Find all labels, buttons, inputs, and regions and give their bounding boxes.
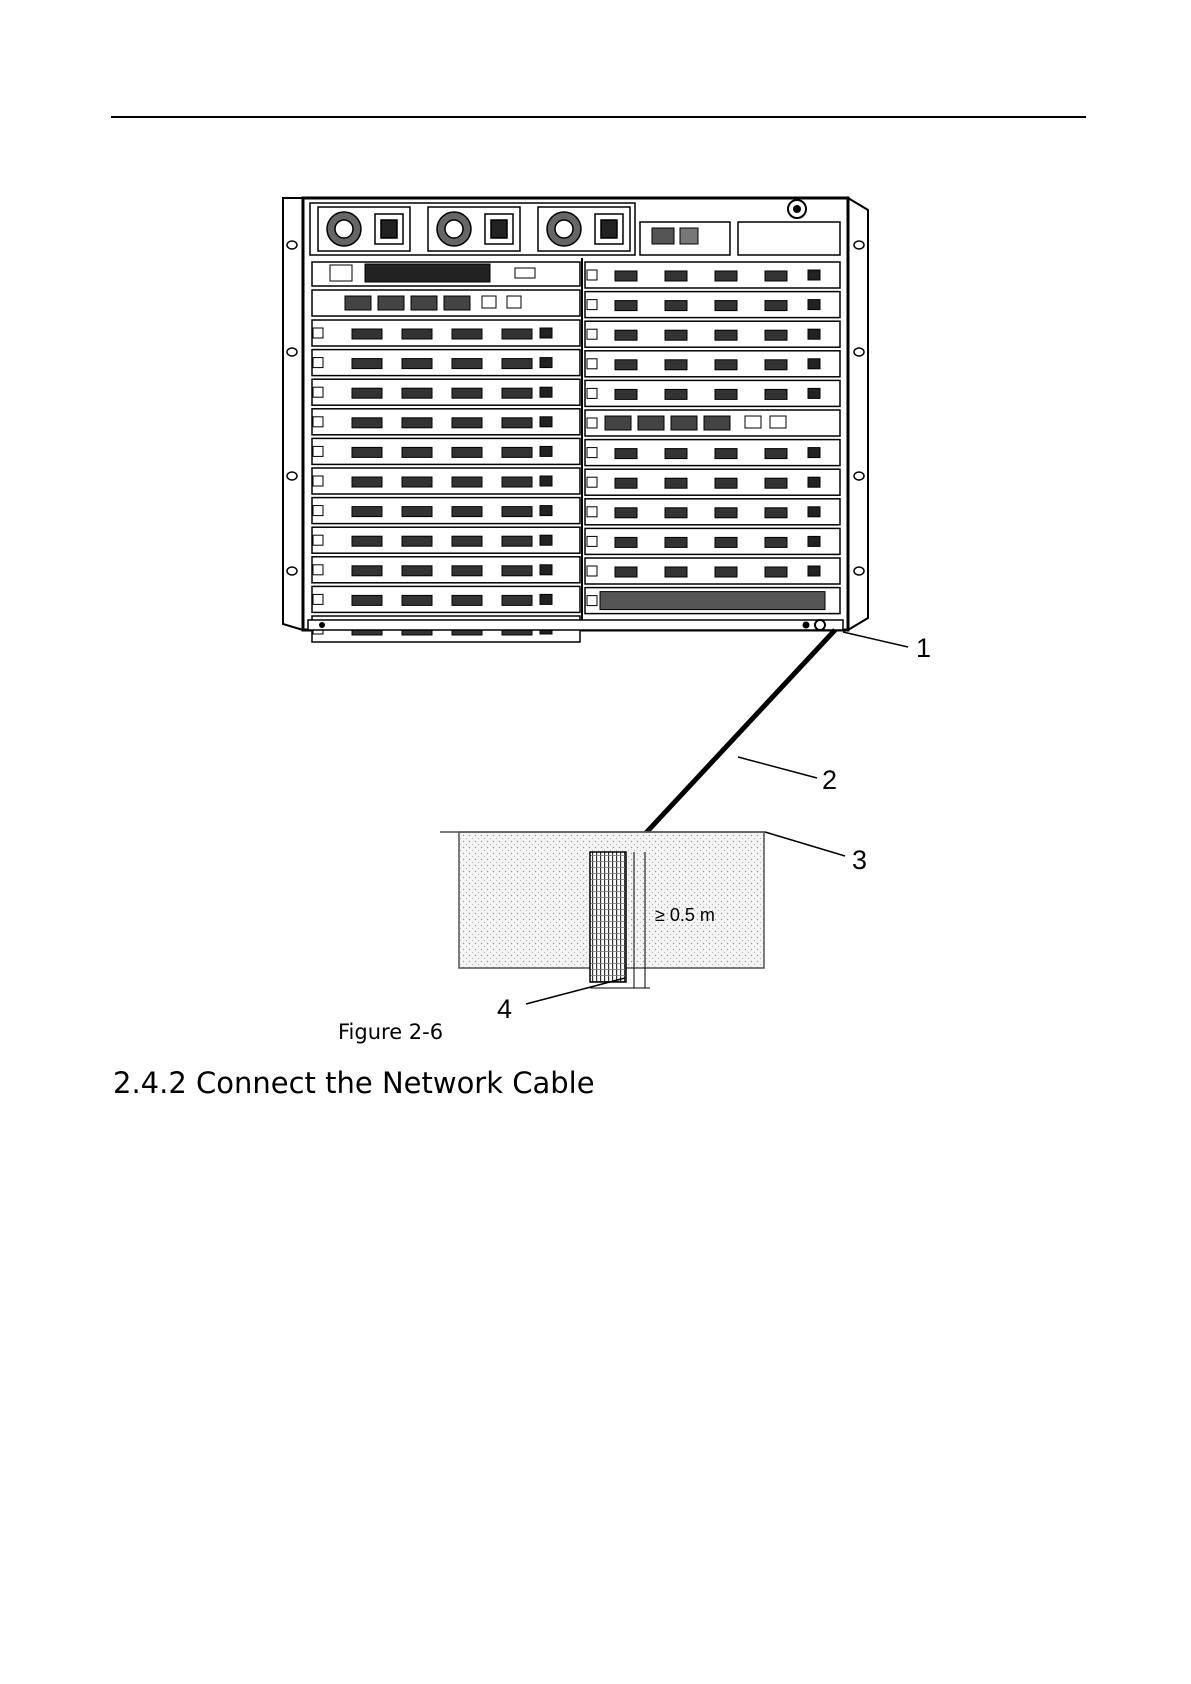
callout-4: 4 (497, 994, 512, 1024)
grounding-figure: 1 2 3 4 ≥ 0.5 m (0, 0, 1191, 1060)
ground-cable (630, 630, 835, 850)
grounding-diagram: 1 2 3 4 ≥ 0.5 m (0, 0, 1191, 1060)
ground-rod (590, 852, 626, 982)
dimension-label: ≥ 0.5 m (655, 905, 715, 925)
callout-3: 3 (852, 845, 867, 875)
callout-1: 1 (916, 633, 931, 663)
section-heading: 2.4.2 Connect the Network Cable (113, 1066, 595, 1100)
callout-2: 2 (822, 765, 837, 795)
figure-caption: Figure 2-6 (338, 1020, 443, 1044)
chassis (283, 198, 868, 642)
